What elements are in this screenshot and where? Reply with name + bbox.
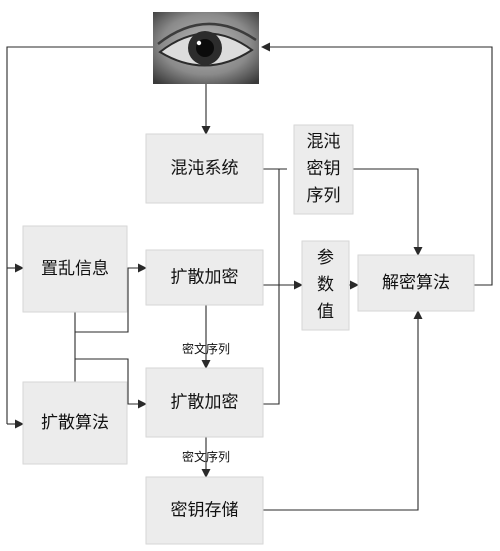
edge-algo-to-encrypt2 [75,358,147,409]
diffusion-algo-node: 扩散算法 [22,381,128,465]
diffusion-encrypt-node-2: 扩散加密 [145,367,264,438]
svg-text:序列: 序列 [307,186,341,206]
eye-image [153,12,259,84]
chaos-system-node: 混沌系统 [145,133,264,204]
scramble-info-node: 置乱信息 [22,225,128,313]
svg-text:解密算法: 解密算法 [382,273,450,293]
edge-decrypt-to-image [261,42,493,286]
svg-text:混沌系统: 混沌系统 [171,159,239,179]
svg-text:密钥: 密钥 [307,159,341,179]
chaos-key-sequence-node: 混沌 密钥 序列 [293,124,354,215]
svg-text:扩散加密: 扩散加密 [171,268,239,288]
svg-text:扩散加密: 扩散加密 [171,393,239,413]
params-node: 参 数 值 [301,240,350,331]
svg-text:混沌: 混沌 [307,132,341,152]
edge-chaos-bus [263,169,280,405]
diffusion-encrypt-node-1: 扩散加密 [145,249,264,306]
edge-image-left-bus [6,46,153,424]
cipher-seq-label-2: 密文序列 [182,449,230,464]
svg-text:值: 值 [317,302,334,322]
svg-text:参: 参 [317,248,334,268]
connectors [6,42,493,511]
edge-keyseq-to-decrypt [353,168,423,256]
svg-text:扩散算法: 扩散算法 [41,413,109,433]
edge-scramble-to-encrypt1 [75,263,147,333]
svg-text:置乱信息: 置乱信息 [41,259,109,279]
decrypt-algo-node: 解密算法 [357,254,475,312]
cipher-seq-label-1: 密文序列 [182,341,230,356]
key-storage-node: 密钥存储 [145,476,264,545]
svg-text:密钥存储: 密钥存储 [171,501,239,521]
edge-storage-to-decrypt [263,310,423,511]
svg-text:数: 数 [317,275,334,295]
